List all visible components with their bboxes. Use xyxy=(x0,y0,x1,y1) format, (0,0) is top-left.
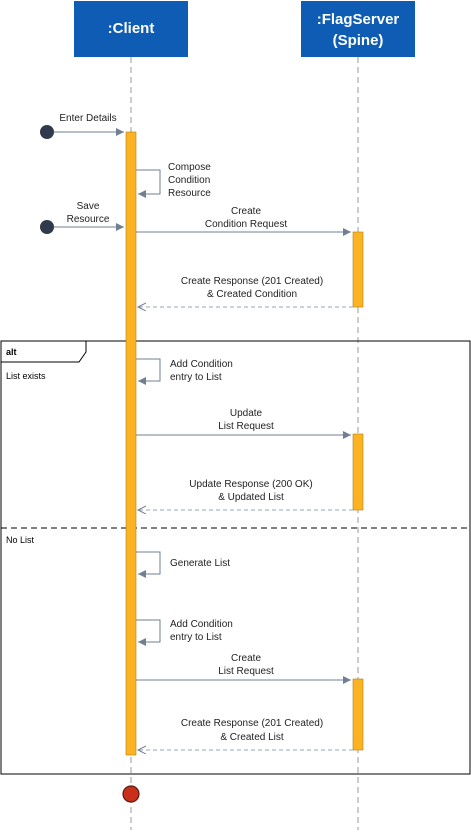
add-entry-label-1b: entry to List xyxy=(170,372,222,383)
server-participant: :FlagServer (Spine) xyxy=(301,1,415,57)
client-activation-bar xyxy=(125,131,137,756)
create-condition-response-label-1: Create Response (201 Created) xyxy=(181,276,323,287)
create-list-response-label-1: Create Response (201 Created) xyxy=(181,718,323,729)
save-resource-label-1: Save xyxy=(77,201,100,212)
server-activation-update-list xyxy=(352,433,364,511)
server-activation-create-list xyxy=(352,678,364,751)
enter-details-start-dot xyxy=(40,125,54,139)
compose-label-3: Resource xyxy=(168,188,211,199)
update-list-response-label-1: Update Response (200 OK) xyxy=(189,479,312,490)
server-participant-label-line2: (Spine) xyxy=(333,32,384,49)
update-list-request-label-1: Update xyxy=(230,408,263,419)
guard-no-list: No List xyxy=(6,535,35,545)
add-entry-self-arrow-1 xyxy=(136,358,161,385)
client-participant-label: :Client xyxy=(108,20,155,37)
lifeline-end-marker xyxy=(122,785,140,803)
add-entry-label-2a: Add Condition xyxy=(170,619,233,630)
create-list-request-label-1: Create xyxy=(231,653,261,664)
guard-list-exists: List exists xyxy=(6,371,46,381)
create-condition-request-label-2: Condition Request xyxy=(205,219,287,230)
save-resource-start-dot xyxy=(40,220,54,234)
create-condition-response-label-2: & Created Condition xyxy=(207,289,297,300)
create-list-request-label-2: List Request xyxy=(218,666,274,677)
compose-label-2: Condition xyxy=(168,175,210,186)
client-participant: :Client xyxy=(74,1,188,57)
create-list-response-label-2: & Created List xyxy=(220,732,284,743)
compose-self-arrow xyxy=(136,169,161,198)
add-entry-self-arrow-2 xyxy=(136,619,161,646)
save-resource-label-2: Resource xyxy=(67,214,110,225)
server-participant-label-line1: :FlagServer xyxy=(317,11,400,28)
server-activation-create-condition xyxy=(352,231,364,308)
alt-operator-label: alt xyxy=(6,347,17,357)
create-condition-request-label-1: Create xyxy=(231,206,261,217)
add-entry-label-1a: Add Condition xyxy=(170,359,233,370)
alt-frame: alt List exists No List xyxy=(0,340,471,775)
add-entry-label-2b: entry to List xyxy=(170,632,222,643)
generate-list-label: Generate List xyxy=(170,558,230,569)
update-list-request-label-2: List Request xyxy=(218,421,274,432)
generate-list-self-arrow xyxy=(136,551,161,578)
enter-details-label: Enter Details xyxy=(59,113,116,124)
update-list-response-label-2: & Updated List xyxy=(218,492,284,503)
compose-label-1: Compose xyxy=(168,162,211,173)
